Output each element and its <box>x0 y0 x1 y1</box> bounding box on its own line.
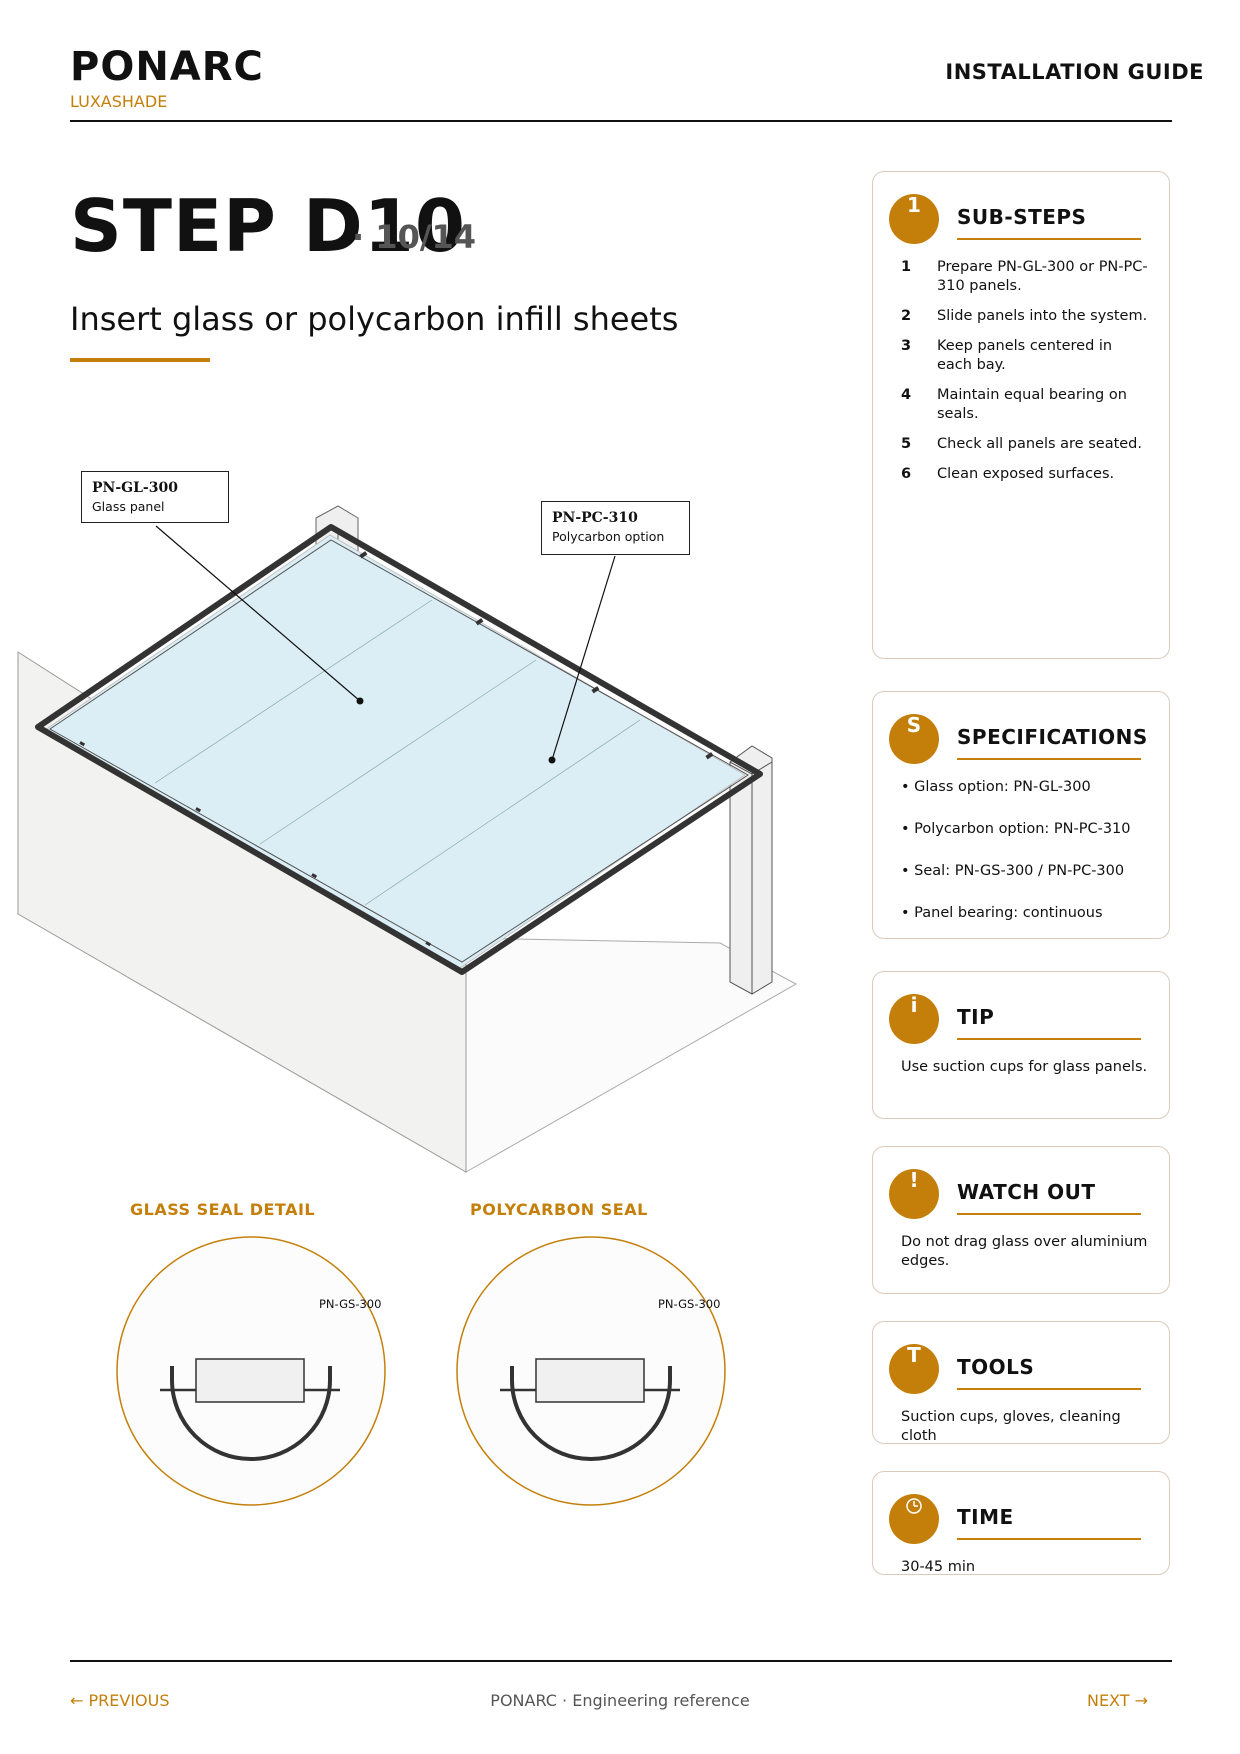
watch-out-card: ! WATCH OUT Do not drag glass over alumi… <box>872 1146 1170 1294</box>
brand-subtitle: LUXASHADE <box>70 92 168 111</box>
info-icon: i <box>889 994 939 1044</box>
previous-link[interactable]: ← PREVIOUS <box>70 1691 170 1710</box>
watch-out-text: Do not drag glass over aluminium edges. <box>901 1234 1148 1269</box>
header-divider <box>70 120 1172 122</box>
footer-reference: PONARC · Engineering reference <box>490 1691 750 1710</box>
time-text: 30-45 min <box>901 1559 976 1575</box>
card-title: TOOLS <box>957 1355 1035 1379</box>
callout-desc: Glass panel <box>92 499 165 514</box>
list-item: • Glass option: PN-GL-300 <box>901 779 1091 795</box>
tools-card: T TOOLS Suction cups, gloves, cleaning c… <box>872 1321 1170 1444</box>
callout-code: PN-PC-310 <box>552 510 638 526</box>
detail-title-polycarbon: POLYCARBON SEAL <box>470 1200 648 1219</box>
tip-card: i TIP Use suction cups for glass panels. <box>872 971 1170 1119</box>
tools-icon: T <box>889 1344 939 1394</box>
card-title: TIME <box>957 1505 1014 1529</box>
step-counter: · 10/14 <box>352 218 477 256</box>
callout-glass: PN-GL-300 Glass panel <box>81 471 229 523</box>
list-item: • Panel bearing: continuous <box>901 905 1103 921</box>
time-card: TIME 30-45 min <box>872 1471 1170 1575</box>
specs-icon: S <box>889 714 939 764</box>
specifications-card: S SPECIFICATIONS • Glass option: PN-GL-3… <box>872 691 1170 939</box>
step-subtitle: Insert glass or polycarbon infill sheets <box>70 300 679 338</box>
card-title: WATCH OUT <box>957 1180 1096 1204</box>
card-title: SUB-STEPS <box>957 205 1087 229</box>
panel-clips <box>79 551 714 947</box>
list-item: • Polycarbon option: PN-PC-310 <box>901 821 1131 837</box>
callout-desc: Polycarbon option <box>552 529 665 544</box>
document-type: INSTALLATION GUIDE <box>945 60 1204 84</box>
footer-divider <box>70 1660 1172 1662</box>
card-title: SPECIFICATIONS <box>957 725 1148 749</box>
polycarbon-seal-detail <box>456 1236 726 1506</box>
detail-title-glass: GLASS SEAL DETAIL <box>130 1200 316 1219</box>
clock-icon <box>889 1494 939 1544</box>
list-item: • Seal: PN-GS-300 / PN-PC-300 <box>901 863 1125 879</box>
front-post <box>729 745 773 995</box>
next-link[interactable]: NEXT → <box>1086 1691 1148 1710</box>
callout-point <box>356 697 364 705</box>
step-number-icon: 1 <box>889 194 939 244</box>
brand-name: PONARC <box>70 44 264 90</box>
seal-label: PN-GS-300 <box>319 1297 382 1311</box>
glass-seal-detail <box>116 1236 386 1506</box>
roof-frame <box>35 524 763 975</box>
pergola-illustration <box>17 505 798 1173</box>
tools-text: Suction cups, gloves, cleaning cloth <box>901 1409 1121 1444</box>
card-title: TIP <box>957 1005 995 1029</box>
callout-code: PN-GL-300 <box>92 480 178 496</box>
accent-divider <box>70 358 210 362</box>
callout-polycarbon: PN-PC-310 Polycarbon option <box>541 501 690 555</box>
specs-list: • Glass option: PN-GL-300 • Polycarbon o… <box>901 778 1151 946</box>
tip-text: Use suction cups for glass panels. <box>901 1059 1148 1075</box>
warning-icon: ! <box>889 1169 939 1219</box>
callout-point <box>548 756 556 764</box>
seal-label: PN-GS-300 <box>658 1297 721 1311</box>
step-title: STEP D10 <box>70 184 466 268</box>
